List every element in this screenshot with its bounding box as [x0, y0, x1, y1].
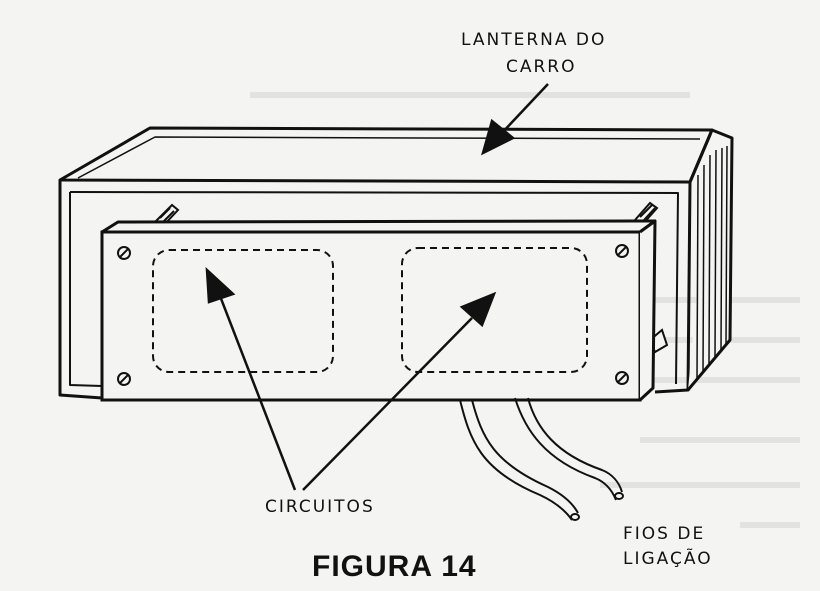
panel-screws	[117, 244, 629, 386]
wires-label-line1: FIOS DE	[620, 524, 709, 544]
connection-wires	[459, 397, 624, 521]
circuits-label: CIRCUITOS	[262, 497, 378, 517]
circuit-right-arrowhead	[459, 291, 497, 328]
lantern-label-line2: CARRO	[503, 57, 580, 77]
lantern-arrowhead	[481, 118, 516, 156]
circuit-board-panel	[100, 219, 657, 402]
housing-ribs	[696, 145, 728, 381]
wires-label-line2: LIGAÇÃO	[620, 549, 716, 569]
pointer-arrows	[205, 83, 549, 491]
circuit-areas	[152, 247, 588, 373]
lantern-label-line1: LANTERNA DO	[458, 30, 610, 50]
circuit-area-right	[401, 247, 588, 373]
circuit-area-left	[152, 249, 334, 373]
figure-caption: FIGURA 14	[306, 550, 483, 584]
circuit-left-arrowhead	[205, 266, 236, 304]
